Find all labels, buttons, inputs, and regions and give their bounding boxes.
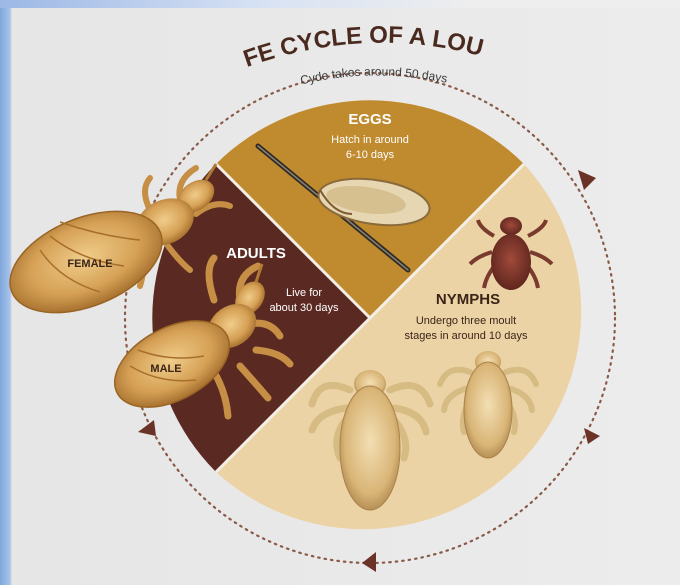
adults-label: ADULTS bbox=[226, 245, 286, 262]
cycle-arrow-icon bbox=[138, 420, 156, 436]
cycle-arrow-icon bbox=[578, 170, 596, 190]
male-label: MALE bbox=[150, 363, 181, 375]
eggs-desc-line2: 6-10 days bbox=[346, 149, 395, 161]
female-label: FEMALE bbox=[67, 258, 112, 270]
nymphs-label: NYMPHS bbox=[436, 291, 500, 308]
adults-desc-line1: Live for bbox=[286, 287, 322, 299]
adults-desc-line2: about 30 days bbox=[269, 302, 339, 314]
nymphs-desc-line1: Undergo three moult bbox=[416, 315, 516, 327]
cycle-arrow-icon bbox=[584, 428, 600, 444]
nymphs-desc-line2: stages in around 10 days bbox=[405, 330, 528, 342]
eggs-desc-line1: Hatch in around bbox=[331, 134, 409, 146]
cycle-arrow-icon bbox=[362, 552, 376, 572]
eggs-label: EGGS bbox=[348, 111, 391, 128]
